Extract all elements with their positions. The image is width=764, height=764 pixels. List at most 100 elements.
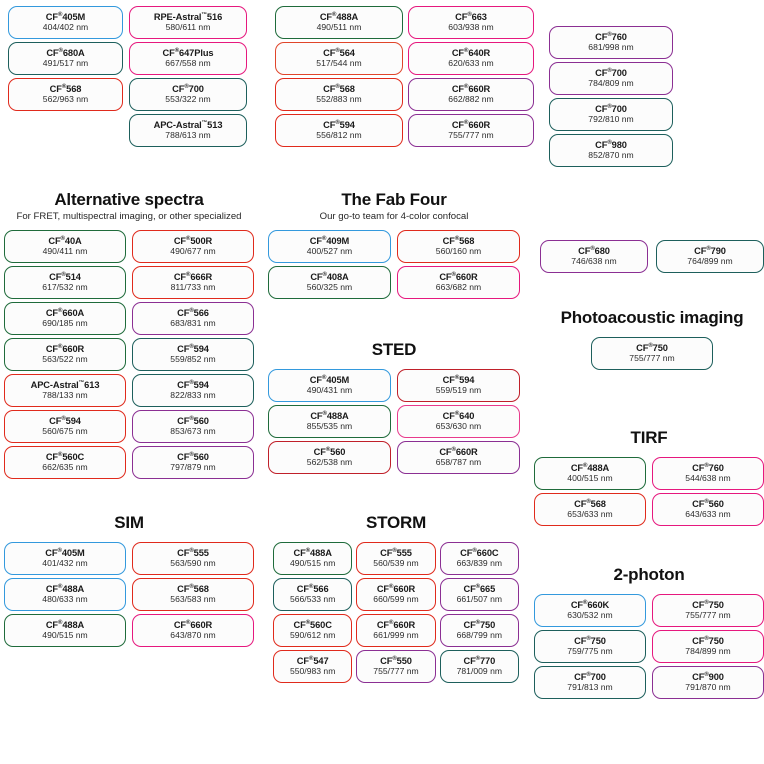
registered-mark-icon: ® xyxy=(586,635,591,642)
dye-name: CF®560C xyxy=(45,451,85,463)
section-heading: STORM xyxy=(365,513,427,532)
registered-mark-icon: ® xyxy=(464,47,469,54)
registered-mark-icon: ® xyxy=(607,103,612,110)
dye-name: CF®750 xyxy=(636,342,668,354)
dye-spectra: 784/809 nm xyxy=(588,78,634,89)
section-heading: SIM xyxy=(114,513,144,532)
dye-spectra: 480/633 nm xyxy=(42,594,88,605)
dye-spectra: 653/630 nm xyxy=(435,421,482,432)
dye-spectra: 552/883 nm xyxy=(316,94,362,105)
dye-spectra: 788/133 nm xyxy=(42,390,88,401)
dye-name: CF®660R xyxy=(451,119,491,131)
registered-mark-icon: ® xyxy=(464,83,469,90)
registered-mark-icon: ® xyxy=(189,307,194,314)
trademark-mark-icon: ™ xyxy=(78,379,85,386)
dye-name: CF®660A xyxy=(45,307,85,319)
registered-mark-icon: ® xyxy=(472,547,477,554)
registered-mark-icon: ® xyxy=(325,446,331,453)
section-heading: TIRF xyxy=(630,428,668,447)
dye-name: CF®488A xyxy=(310,410,349,422)
registered-mark-icon: ® xyxy=(454,410,460,417)
dye-name: CF®568 xyxy=(442,235,475,247)
registered-mark-icon: ® xyxy=(586,671,591,678)
